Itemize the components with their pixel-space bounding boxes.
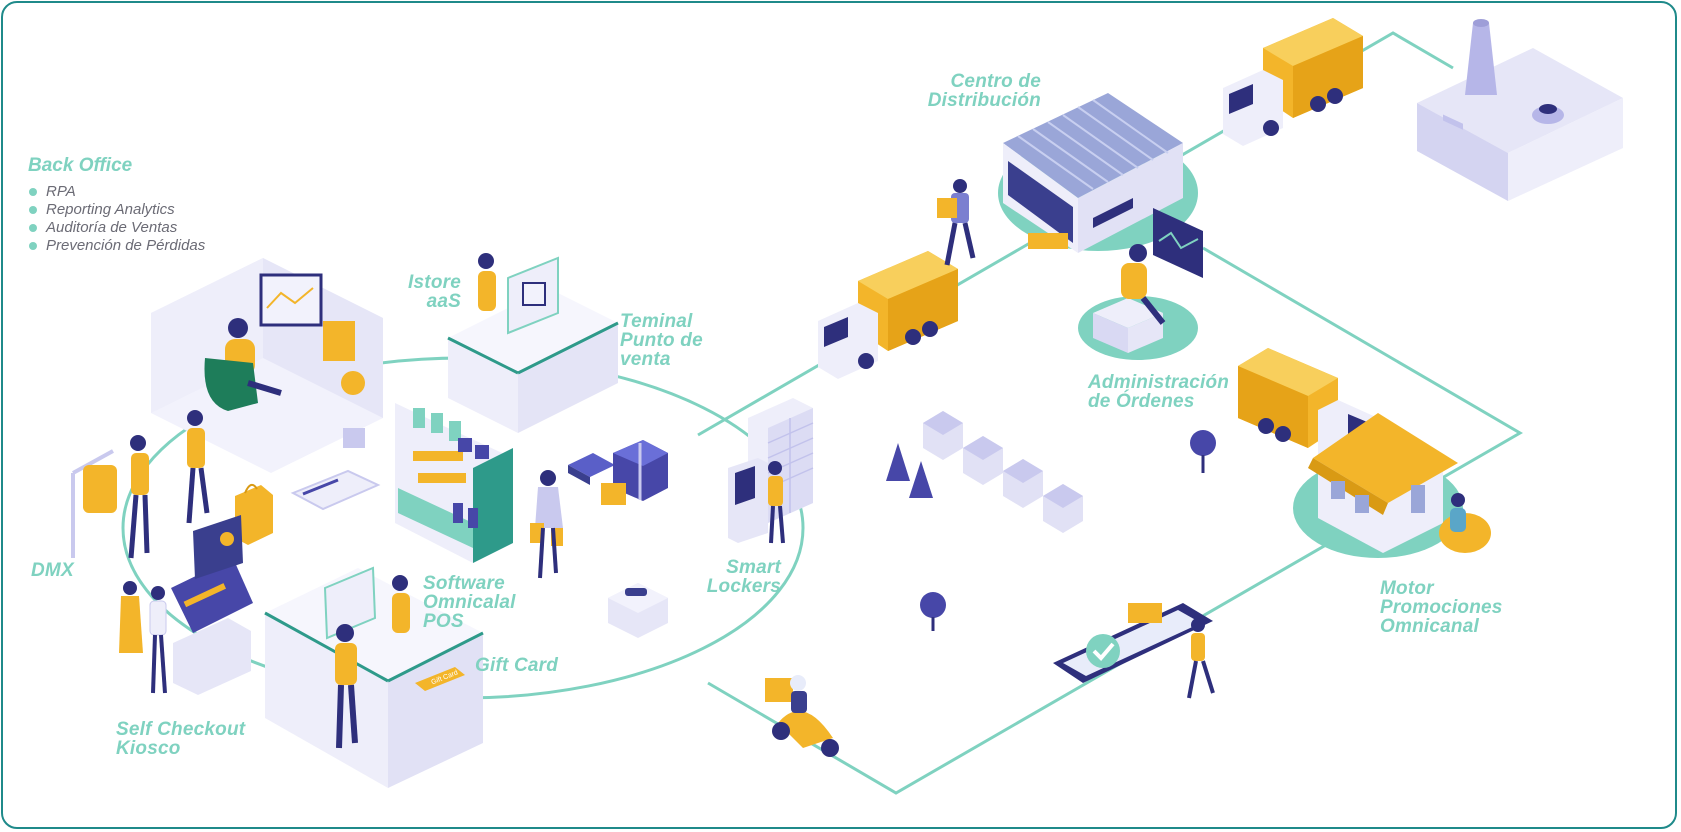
truck-icon [1238,348,1378,476]
omnichannel-illustration: Gift Card [71,18,1623,795]
label-line: Self Checkout [116,719,246,740]
smartphone-icon [1053,603,1215,699]
label-line: Omnicanal [1380,616,1479,637]
label-order-administration: Administración de Órdenes [1088,373,1229,411]
back-office-title: Back Office [28,155,133,176]
back-office-list: RPA Reporting Analytics Auditoría de Ven… [28,183,205,255]
pos-terminal-icon: Gift Card [264,566,484,788]
office-desk-icon [1078,208,1203,360]
label-distribution-center: Centro de Distribución [903,72,1041,110]
shoe-box-icon [608,583,668,638]
label-line: aaS [426,291,461,312]
truck-icon [818,251,958,379]
label-line: Kiosco [116,738,181,759]
label-software-pos: Software Omnicalal POS [423,574,516,631]
label-line: Software [423,573,505,594]
label-line: POS [423,611,464,632]
label-istore: Istore aaS [391,273,461,311]
motorcycle-icon [765,675,839,757]
office-desk-icon [151,258,383,473]
istore-counter [447,253,619,433]
small-house-icon [1043,484,1083,533]
label-promotions-engine: Motor Promociones Omnicanal [1380,579,1503,636]
label-line: Punto de [620,330,703,351]
kiosk-icon [119,515,253,695]
label-line: Distribución [927,90,1041,111]
factory-icon [1417,19,1623,201]
person-icon [937,179,976,266]
back-office-item: RPA [28,183,205,201]
person-icon [530,470,563,579]
label-line: Lockers [706,576,781,597]
house-icon [1293,413,1491,558]
label-line: Smart [726,557,781,578]
back-office-item: Prevención de Pérdidas [28,237,205,255]
label-gift-card: Gift Card [475,656,558,675]
locker-icon [728,398,814,544]
truck-icon [1223,18,1363,146]
back-office-item: Reporting Analytics [28,201,205,219]
map-pin-icon [920,592,946,631]
product-shelf-icon [395,403,513,563]
shopping-bag-icon [235,483,273,545]
label-line: Omnicalal [423,592,516,613]
label-dmx: DMX [31,561,74,580]
dmx-rack [71,410,210,559]
label-line: DMX [31,560,74,581]
map-pin-icon [1190,430,1216,473]
small-house-icon [963,436,1003,485]
label-line: Promociones [1380,597,1503,618]
label-line: Teminal [620,311,693,332]
label-line: Istore [408,272,461,293]
tree-icon [886,443,933,498]
label-line: Gift Card [475,655,559,676]
gift-box-icon [568,440,668,505]
label-terminal-pos: Teminal Punto de venta [620,312,703,369]
houses-row [923,411,1083,533]
small-house-icon [923,411,963,460]
credit-card-icon [290,469,381,511]
warehouse-icon [998,93,1198,253]
label-line: de Órdenes [1088,391,1195,412]
label-smart-lockers: Smart Lockers [693,558,781,596]
back-office-item: Auditoría de Ventas [28,219,205,237]
label-line: Centro de [950,71,1041,92]
label-line: Administración [1088,372,1230,393]
label-line: Motor [1380,578,1434,599]
small-house-icon [1003,459,1043,508]
label-self-checkout: Self Checkout Kiosco [116,720,245,758]
label-line: venta [620,349,671,370]
